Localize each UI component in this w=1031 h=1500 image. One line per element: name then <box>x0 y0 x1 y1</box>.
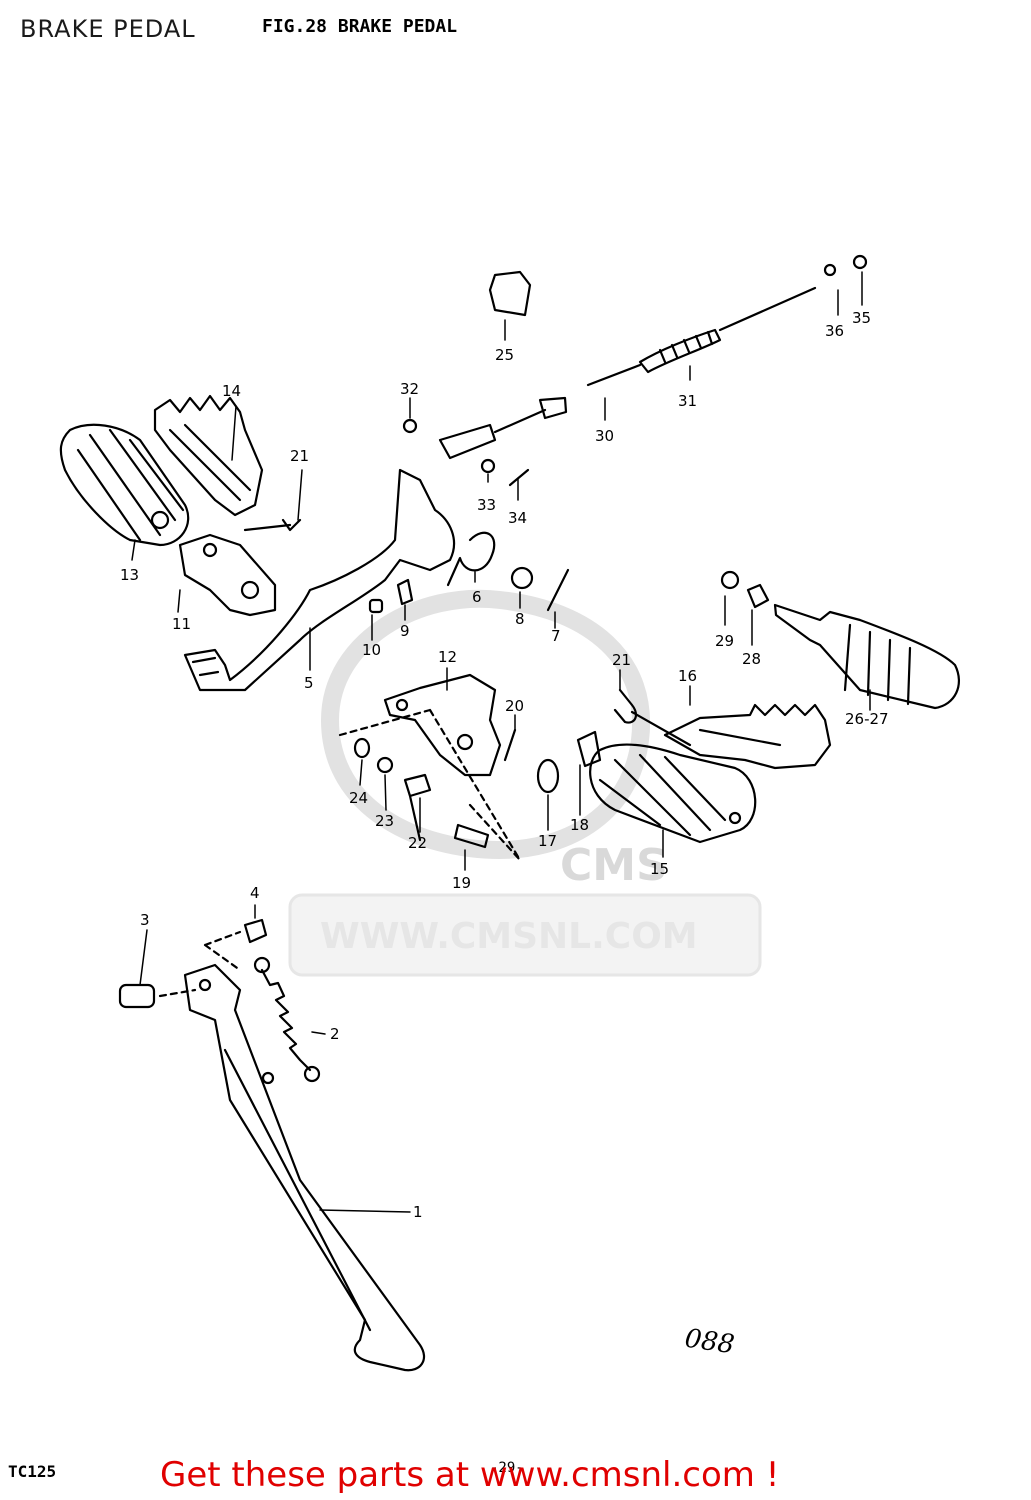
callout-36: 36 <box>825 322 844 340</box>
callout-1: 1 <box>413 1203 423 1221</box>
model-code: TC125 <box>8 1462 57 1481</box>
callout-10: 10 <box>362 641 381 659</box>
pivot-bolt-part <box>396 578 414 606</box>
callout-34: 34 <box>508 509 527 527</box>
callout-28: 28 <box>742 650 761 668</box>
callout-25: 25 <box>495 346 514 364</box>
callout-31: 31 <box>678 392 697 410</box>
right-spring-pin-part <box>613 688 692 747</box>
left-footpeg-step-part <box>153 394 264 517</box>
callout-21-left: 21 <box>290 447 309 465</box>
page-number: -29- <box>490 1460 524 1476</box>
washer-part <box>510 566 534 590</box>
callout-5: 5 <box>304 674 314 692</box>
page-title: BRAKE PEDAL <box>20 15 196 43</box>
split-pin-part <box>546 568 570 612</box>
callout-26-27: 26-27 <box>845 710 889 728</box>
callout-8: 8 <box>515 610 525 628</box>
brake-pedal-part <box>183 468 456 692</box>
return-spring-part <box>446 531 496 587</box>
plate-18-part <box>576 730 602 768</box>
pin-20-part <box>503 728 517 762</box>
left-spring-pin-part <box>243 518 302 532</box>
callout-2: 2 <box>330 1025 340 1043</box>
callout-15: 15 <box>650 860 669 878</box>
washer-29-part <box>720 570 740 590</box>
brake-rod-joint-part <box>402 396 568 487</box>
callout-35: 35 <box>852 309 871 327</box>
callout-4: 4 <box>250 884 260 902</box>
washer-23-part <box>376 756 394 774</box>
stand-spring-part <box>253 956 321 1083</box>
watermark-url: WWW.CMSNL.COM <box>320 916 698 957</box>
pin-19-part <box>453 823 490 849</box>
left-footpeg-rubber-part <box>59 423 190 547</box>
callout-32: 32 <box>400 380 419 398</box>
stand-nut-part <box>243 918 268 944</box>
callout-13: 13 <box>120 566 139 584</box>
watermark-brand: CMS <box>560 840 668 891</box>
buy-parts-link[interactable]: Get these parts at www.cmsnl.com ! <box>160 1455 780 1495</box>
right-footpeg-bracket-part <box>383 673 502 777</box>
callout-16: 16 <box>678 667 697 685</box>
bolt-22-part <box>403 773 432 842</box>
callout-9: 9 <box>400 622 410 640</box>
callout-3: 3 <box>140 911 150 929</box>
right-footpeg-part <box>773 603 960 710</box>
figure-title: FIG.28 BRAKE PEDAL <box>262 16 458 37</box>
callout-14: 14 <box>222 382 241 400</box>
callout-24: 24 <box>349 789 368 807</box>
callout-18: 18 <box>570 816 589 834</box>
washer-17-part <box>536 758 560 794</box>
brake-cable-part <box>586 254 868 387</box>
callout-33: 33 <box>477 496 496 514</box>
callout-17: 17 <box>538 832 557 850</box>
cable-clamp-part <box>488 270 532 317</box>
right-footpeg-rubber-part <box>589 743 757 844</box>
stand-bolt-part <box>118 983 156 1009</box>
side-stand-part <box>183 963 426 1372</box>
callout-6: 6 <box>472 588 482 606</box>
footpeg-bracket-part <box>178 533 277 617</box>
pivot-nut-part <box>368 598 384 614</box>
callout-30: 30 <box>595 427 614 445</box>
watermark: CMS WWW.CMSNL.COM <box>288 589 762 977</box>
washer-24-part <box>353 737 371 759</box>
callout-11: 11 <box>172 615 191 633</box>
callout-23: 23 <box>375 812 394 830</box>
handwritten-note: 088 <box>683 1324 736 1361</box>
callout-20: 20 <box>505 697 524 715</box>
callout-12: 12 <box>438 648 457 666</box>
callout-19: 19 <box>452 874 471 892</box>
callout-labels: 1 2 3 4 5 6 7 8 9 10 11 12 13 14 15 16 1… <box>120 309 889 1221</box>
callout-7: 7 <box>551 627 561 645</box>
nut-28-part <box>746 583 770 609</box>
callout-29: 29 <box>715 632 734 650</box>
callout-21-right: 21 <box>612 651 631 669</box>
callout-22: 22 <box>408 834 427 852</box>
right-footpeg-step-part <box>663 703 832 770</box>
leader-lines <box>131 271 871 1213</box>
